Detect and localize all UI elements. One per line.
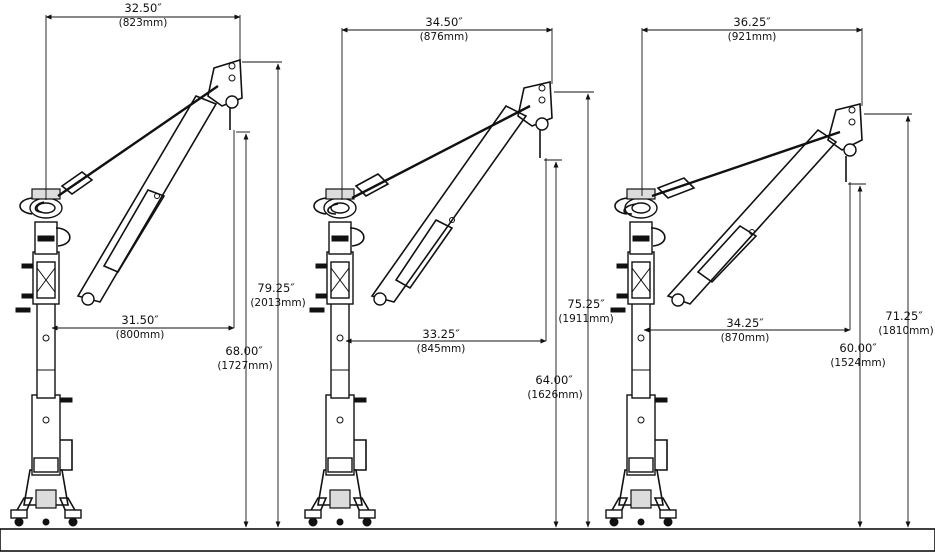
ground-floor [0,528,935,552]
crane-2-hook-mm: (1626mm) [527,389,582,401]
crane-1-height-in: 79.25″ [257,281,295,295]
crane-2-inner-mm: (845mm) [417,343,466,355]
crane-1-cable [57,85,219,197]
crane-2-boom [370,81,553,306]
crane-3 [605,27,912,528]
crane-3-dimensions [641,27,912,528]
crane-1-inner-in: 31.50″ [121,313,159,327]
crane-3-labels: 36.25″ (921mm) 34.25″ (870mm) 71.25″ (18… [721,15,934,369]
crane-1-hook-in: 68.00″ [225,344,263,358]
crane-2-reach-mm: (876mm) [420,31,469,43]
crane-3-cable [651,130,841,198]
crane-1-reach-in: 32.50″ [124,1,162,15]
crane-2-height-mm: (1911mm) [558,313,613,325]
crane-1-dimensions [45,14,282,528]
crane-3-boom [666,102,863,307]
crane-2 [304,27,594,528]
crane-3-height-mm: (1810mm) [878,325,933,337]
crane-1-height-mm: (2013mm) [250,297,305,309]
crane-3-reach-in: 36.25″ [733,15,771,29]
crane-3-inner-mm: (870mm) [721,332,770,344]
crane-3-height-in: 71.25″ [885,309,923,323]
crane-1-reach-mm: (823mm) [119,17,168,29]
crane-2-height-in: 75.25″ [567,297,605,311]
crane-1-labels: 32.50″ (823mm) 31.50″ (800mm) 79.25″ (20… [116,1,306,372]
crane-2-hook-in: 64.00″ [535,373,573,387]
crane-1-hook-mm: (1727mm) [217,360,272,372]
crane-1 [10,14,282,528]
crane-2-inner-in: 33.25″ [422,327,460,341]
crane-2-dimensions [341,27,594,528]
crane-2-reach-in: 34.50″ [425,15,463,29]
crane-3-hook-in: 60.00″ [839,341,877,355]
crane-3-hook-mm: (1524mm) [830,357,885,369]
crane-1-boom [76,58,243,306]
crane-3-reach-mm: (921mm) [728,31,777,43]
crane-2-cable [351,104,531,200]
crane-2-labels: 34.50″ (876mm) 33.25″ (845mm) 75.25″ (19… [417,15,614,401]
crane-1-inner-mm: (800mm) [116,329,165,341]
crane-3-inner-in: 34.25″ [726,316,764,330]
